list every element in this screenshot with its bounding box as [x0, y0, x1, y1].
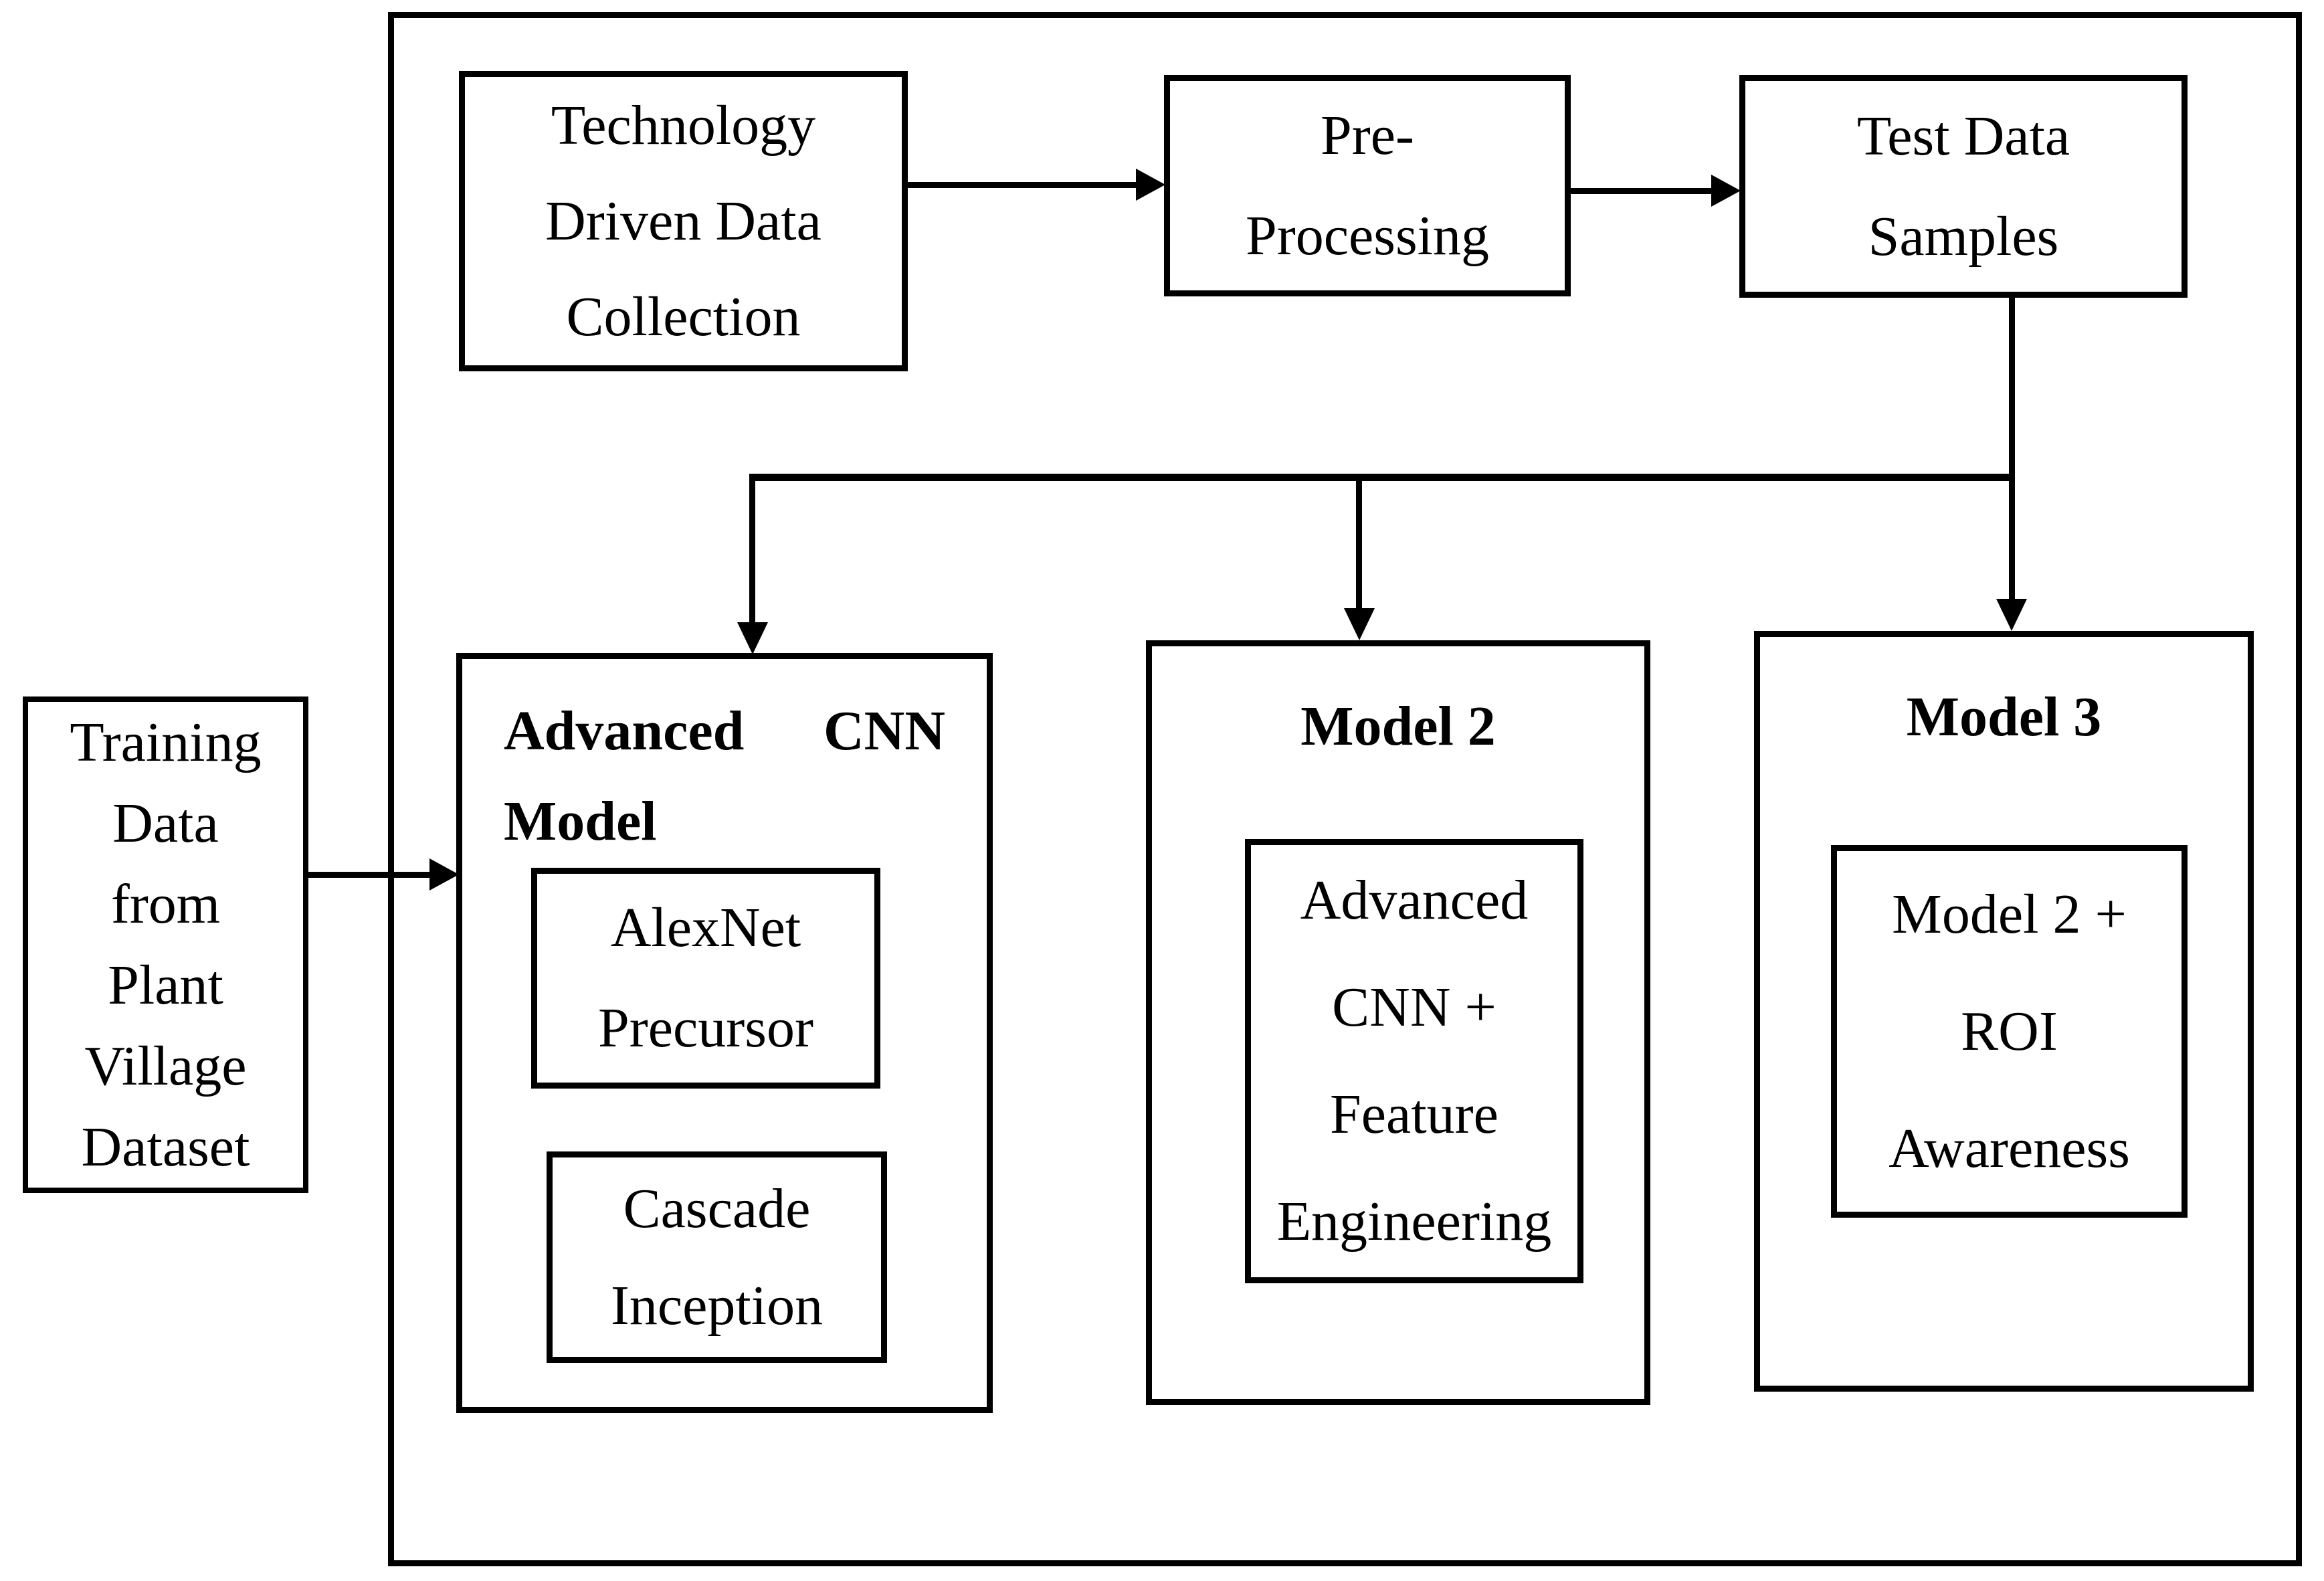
connector-test-to-distribution	[2009, 298, 2015, 477]
arrow-right-icon	[1136, 169, 1165, 201]
alexnet-box-line: Precursor	[598, 997, 813, 1059]
training-box-line: Data	[112, 792, 219, 854]
cascade-inception-box: Cascade Inception	[547, 1151, 887, 1363]
cascade-box-line: Inception	[610, 1275, 824, 1337]
arrow-training-to-advanced-line	[308, 872, 429, 878]
model3-inner-line: Model 2 +	[1892, 883, 2127, 945]
pre-processing-box: Pre- Processing	[1164, 75, 1571, 296]
model3-inner-line: ROI	[1961, 1000, 2058, 1062]
model2-inner-line: CNN +	[1332, 976, 1496, 1038]
test-data-samples-box: Test Data Samples	[1739, 75, 2188, 298]
arrow-to-model3-line	[2009, 481, 2015, 599]
arrow-down-icon	[1344, 608, 1375, 640]
advanced-box-title-row: Advanced CNN	[504, 686, 945, 776]
arrow-tech-to-pre-line	[908, 182, 1136, 188]
training-box-line: Village	[84, 1035, 247, 1097]
advanced-box-title-right: CNN	[824, 700, 945, 762]
tech-box-line: Technology	[551, 94, 816, 157]
alexnet-box-line: AlexNet	[610, 897, 801, 959]
arrow-down-icon	[737, 622, 768, 654]
arrow-to-model2-line	[1356, 481, 1362, 608]
training-box-line: Plant	[108, 954, 223, 1016]
distribution-line	[749, 474, 2015, 481]
test-box-line: Test Data	[1856, 104, 2070, 167]
tech-box-line: Collection	[566, 286, 801, 348]
model3-inner-box: Model 2 + ROI Awareness	[1831, 845, 2188, 1218]
test-box-line: Samples	[1868, 205, 2059, 268]
arrow-right-icon	[429, 858, 459, 891]
training-box-line: from	[110, 873, 221, 935]
model3-title: Model 3	[1906, 686, 2102, 748]
outer-container-frame	[388, 12, 2302, 1566]
advanced-box-title-left: Advanced	[504, 700, 745, 762]
model2-inner-line: Feature	[1330, 1083, 1498, 1145]
model2-inner-line: Advanced	[1300, 869, 1529, 931]
arrow-down-icon	[1996, 599, 2027, 631]
model3-inner-line: Awareness	[1889, 1117, 2130, 1180]
model2-title: Model 2	[1300, 695, 1496, 757]
arrow-to-advanced-cnn-line	[749, 481, 755, 622]
cascade-box-line: Cascade	[623, 1178, 811, 1240]
pre-box-line: Pre-	[1321, 104, 1414, 167]
alexnet-precursor-box: AlexNet Precursor	[531, 868, 880, 1089]
model2-inner-box: Advanced CNN + Feature Engineering	[1245, 839, 1583, 1283]
advanced-box-title-line2: Model	[504, 790, 657, 852]
training-box-line: Dataset	[81, 1116, 250, 1178]
technology-driven-data-collection-box: Technology Driven Data Collection	[459, 71, 908, 371]
model2-inner-line: Engineering	[1276, 1190, 1552, 1252]
arrow-pre-to-test-line	[1571, 188, 1711, 194]
pre-box-line: Processing	[1246, 204, 1489, 267]
training-box-line: Training	[70, 711, 262, 773]
tech-box-line: Driven Data	[545, 190, 821, 252]
arrow-right-icon	[1711, 175, 1741, 207]
training-data-box: Training Data from Plant Village Dataset	[23, 696, 308, 1193]
